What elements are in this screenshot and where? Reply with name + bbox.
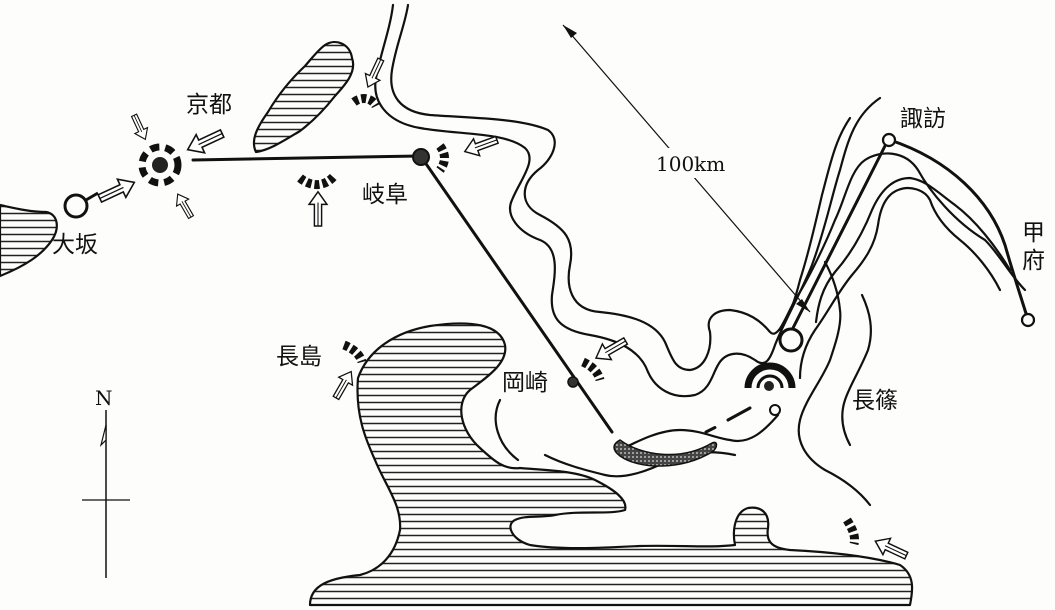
label-kofu-1: 甲 xyxy=(1022,220,1045,246)
osaka-bay xyxy=(0,203,58,278)
city-okazaki[interactable] xyxy=(567,376,579,388)
city-osaka[interactable] xyxy=(63,191,99,219)
city-gifu[interactable] xyxy=(412,148,430,166)
label-gifu: 岐阜 xyxy=(362,182,408,208)
main-route xyxy=(191,138,1030,434)
north-arrow: N xyxy=(82,386,130,578)
label-nagashino: 長篠 xyxy=(852,388,898,414)
label-osaka: 大坂 xyxy=(52,232,98,258)
scale-label: 100km xyxy=(656,152,725,176)
city-kyoto[interactable] xyxy=(138,143,182,187)
label-kofu-2: 府 xyxy=(1022,248,1045,274)
scale-bar: 100km xyxy=(562,24,811,313)
enemy-arcs xyxy=(297,94,859,546)
army-band xyxy=(613,439,718,467)
label-suwa: 諏訪 xyxy=(900,106,946,132)
river-lines xyxy=(374,3,1027,507)
water-bodies xyxy=(0,41,914,607)
label-okazaki: 岡崎 xyxy=(502,370,548,396)
city-kofu[interactable] xyxy=(1020,312,1036,328)
ise-bay-and-pacific xyxy=(308,322,914,607)
label-nagashima: 長島 xyxy=(276,344,322,370)
north-label: N xyxy=(95,386,113,410)
place-labels: 京都 大坂 岐阜 長島 岡崎 諏訪 甲 府 長篠 xyxy=(52,92,1045,414)
city-suwa[interactable] xyxy=(881,132,897,148)
castle-nagashino[interactable] xyxy=(744,327,804,416)
lake-biwa xyxy=(252,41,355,154)
label-kyoto: 京都 xyxy=(186,92,232,118)
